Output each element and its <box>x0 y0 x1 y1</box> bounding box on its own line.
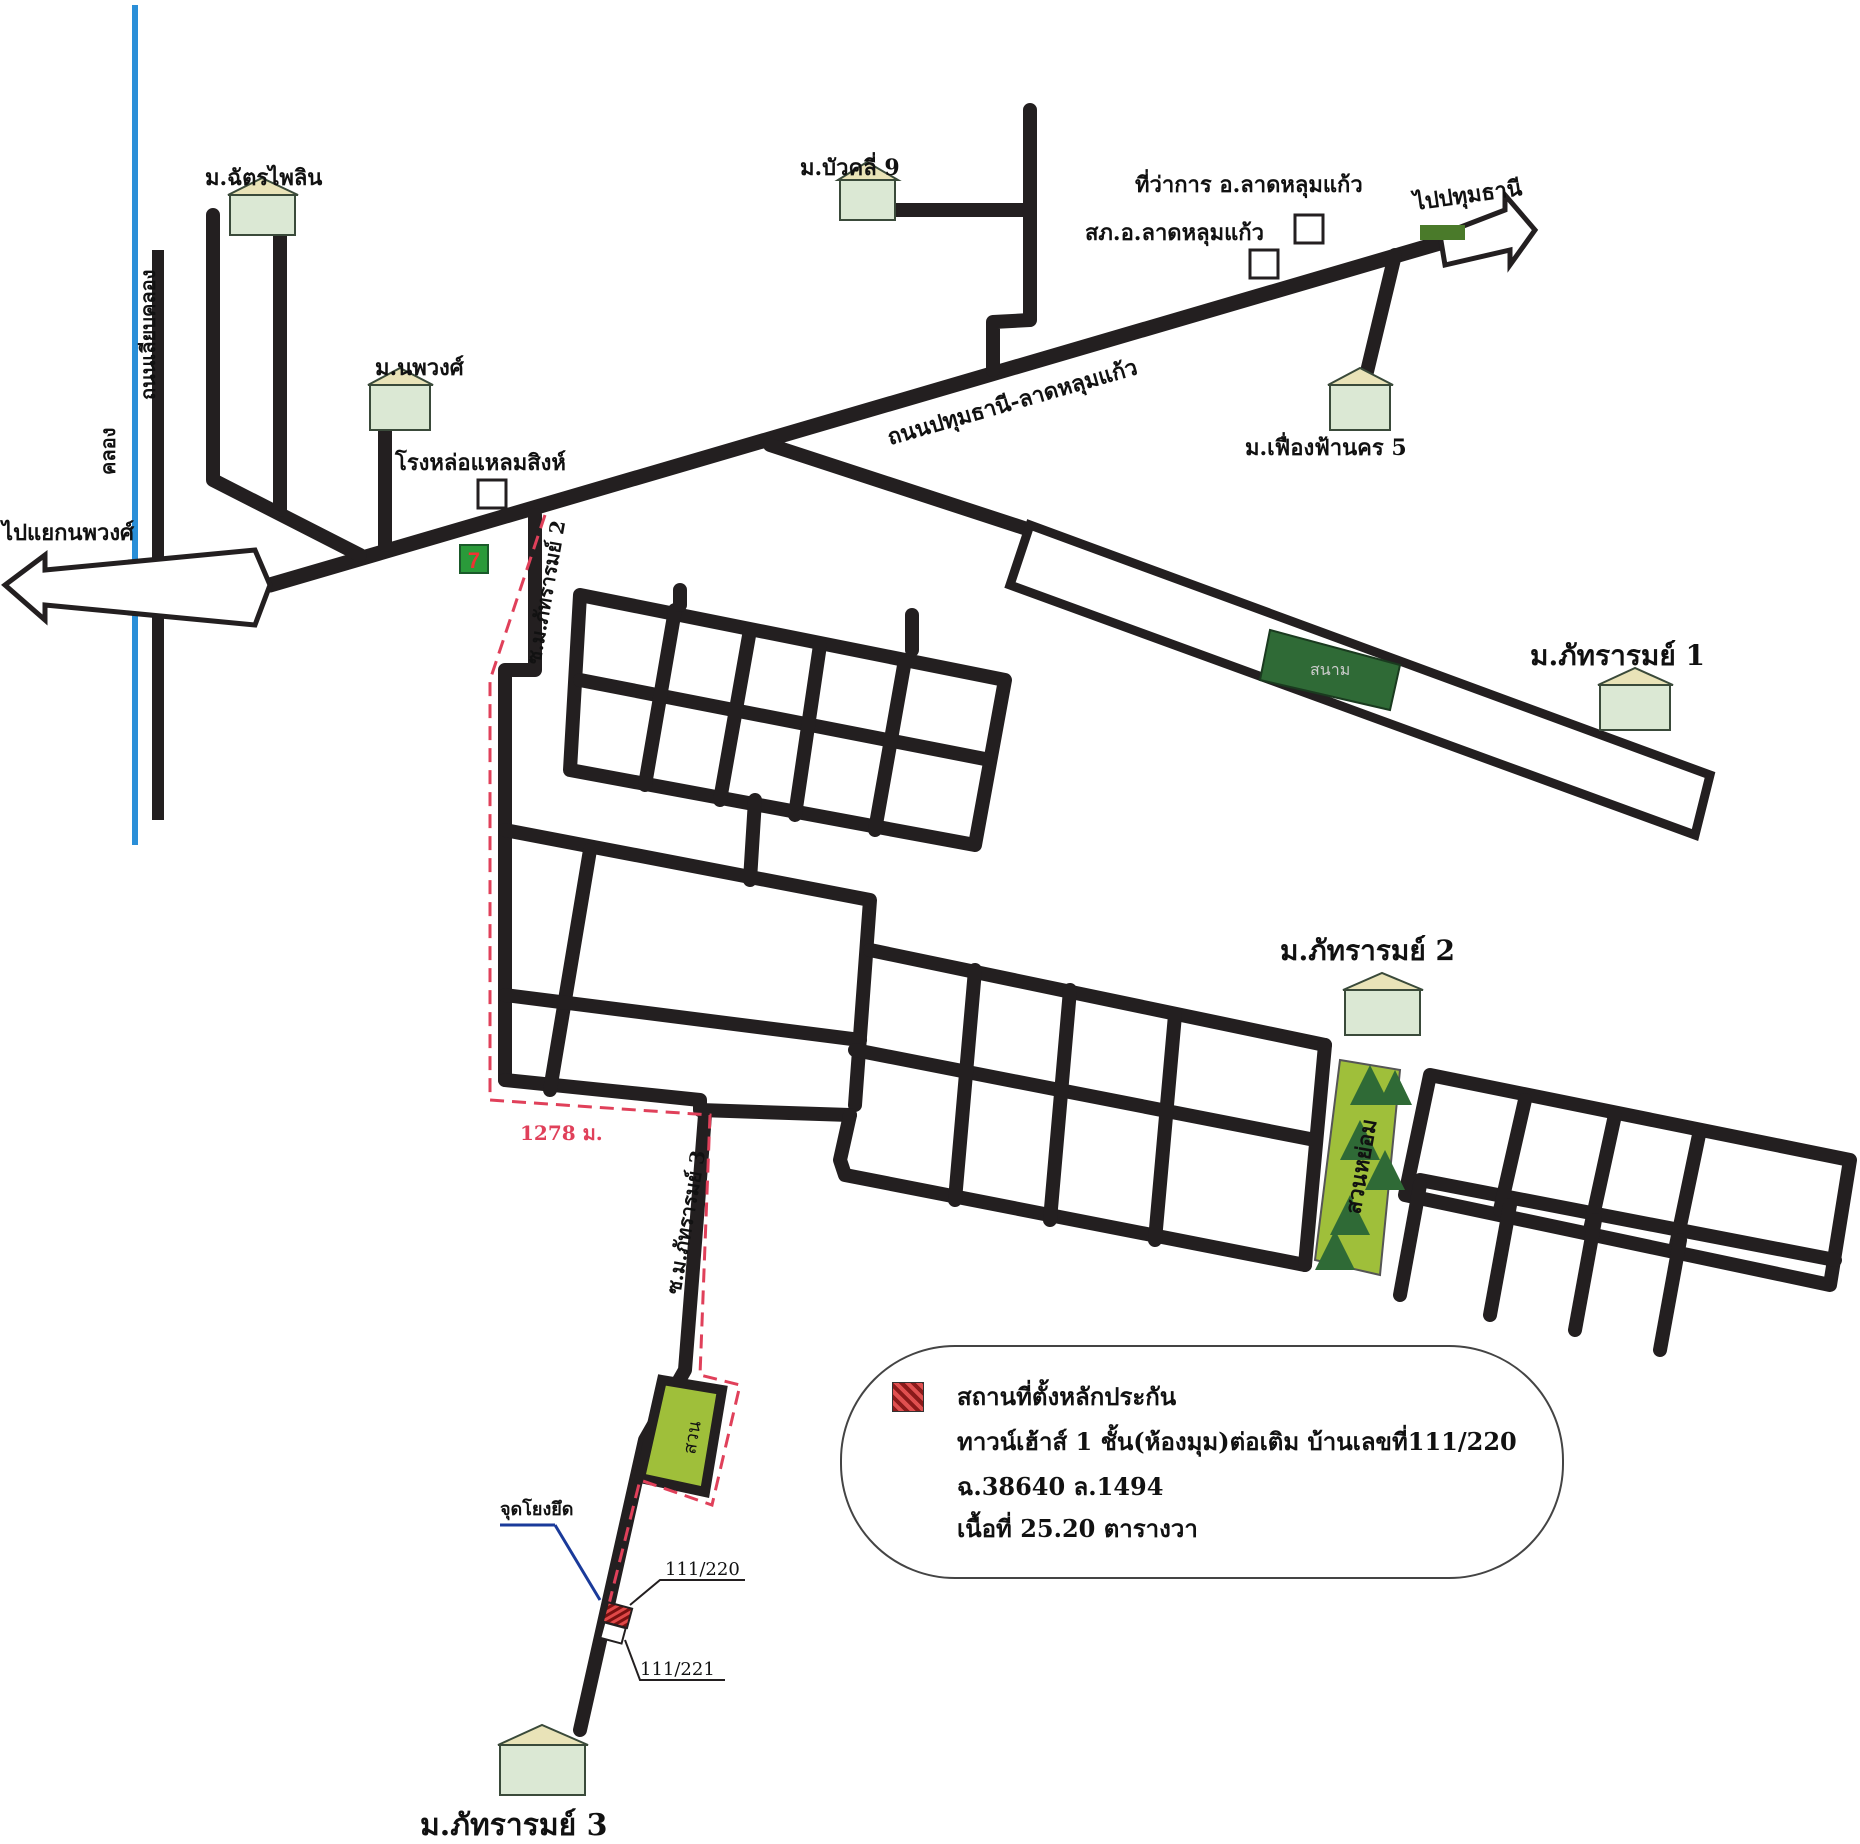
label-distance: 1278 ม. <box>520 1121 603 1145</box>
label-village-chatrpaidin: ม.ฉัตรไพลิน <box>205 164 322 191</box>
park-area <box>634 1374 728 1498</box>
arrow-right <box>1437 188 1539 273</box>
legend-line3: เนื้อที่ 25.20 ตารางวา <box>957 1514 1198 1543</box>
foundry-marker <box>476 478 508 510</box>
label-to-junction: ไปแยกนพวงศ์ <box>0 519 135 546</box>
seven-eleven-icon <box>459 544 489 574</box>
collateral-swatch <box>892 1382 924 1412</box>
label-district-office: ที่ว่าการ อ.ลาดหลุมแก้ว <box>1135 168 1363 199</box>
neighbor-house <box>599 1621 627 1645</box>
label-foundry: โรงหล่อแหลมสิงห์ <box>394 449 566 476</box>
label-reference-point: จุดโยงยึด <box>500 1498 573 1521</box>
legend: สถานที่ตั้งหลักประกัน ทาวน์เฮ้าส์ 1 ชั้น… <box>840 1345 1564 1579</box>
legend-title: สถานที่ตั้งหลักประกัน <box>957 1382 1177 1411</box>
legend-line2: ฉ.38640 ล.1494 <box>957 1472 1164 1501</box>
label-canal-road: ถนนเลียบคลอง <box>136 270 160 400</box>
label-police-station: สภ.อ.ลาดหลุมแก้ว <box>1085 220 1264 247</box>
field-area <box>1258 628 1402 712</box>
label-village-nopphawong: ม.นพวงศ์ <box>375 355 465 381</box>
park-recreation-area <box>1313 1058 1402 1277</box>
label-house-221: 111/221 <box>640 1659 715 1680</box>
label-field: สนาม <box>1310 660 1350 679</box>
seven-eleven-text: 7 <box>468 548 480 573</box>
road-network <box>206 103 1857 1737</box>
district-office-marker <box>1293 213 1325 245</box>
label-village-fuengfah5: ม.เฟื่องฟ้านคร 5 <box>1245 431 1407 461</box>
house-icons <box>227 160 1674 1796</box>
tree-icons <box>1315 1065 1412 1270</box>
label-village-pattharam1: ม.ภัทรารมย์ 1 <box>1530 639 1705 672</box>
arrow-left <box>1 547 273 628</box>
police-station-marker <box>1248 248 1280 280</box>
reference-line <box>553 1524 602 1601</box>
label-village-bualuang9: ม.บัวคลี่ 9 <box>800 151 900 181</box>
label-canal: คลอง <box>96 428 120 475</box>
main-road <box>262 232 1458 593</box>
green-stub <box>1420 225 1465 240</box>
route-line <box>488 514 742 1621</box>
legend-line1: ทาวน์เฮ้าส์ 1 ชั้น(ห้องมุม)ต่อเติม บ้านเ… <box>957 1427 1517 1456</box>
label-village-pattharam2: ม.ภัทรารมย์ 2 <box>1280 934 1455 967</box>
label-village-pattharam3: ม.ภัทรารมย์ 3 <box>420 1808 608 1843</box>
label-house-220: 111/220 <box>665 1559 740 1580</box>
